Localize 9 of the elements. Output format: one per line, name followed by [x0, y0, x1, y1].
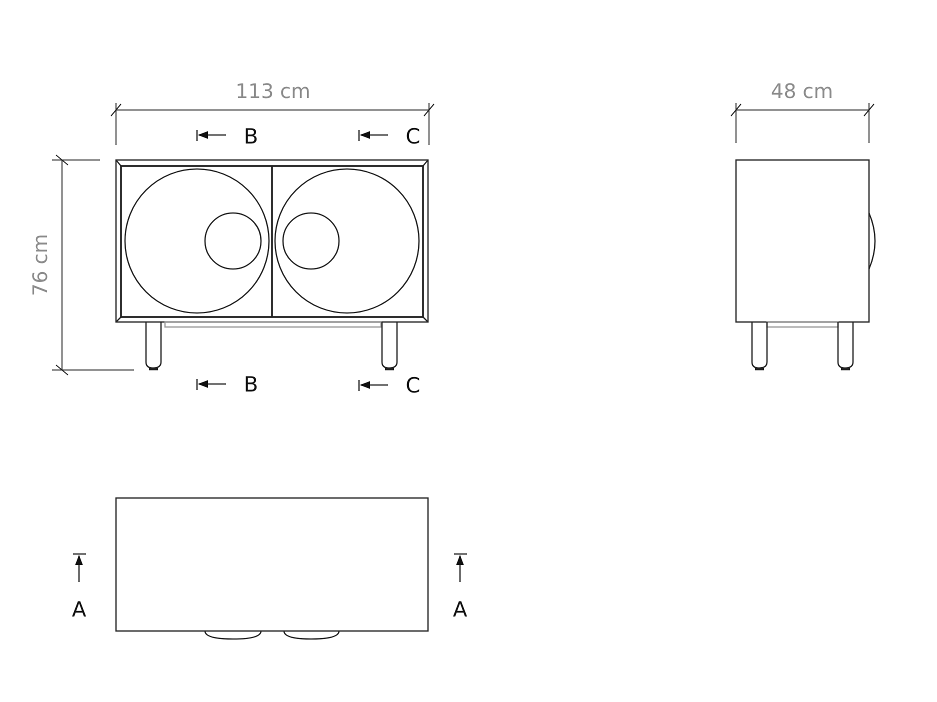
dimension-label: 48 cm	[770, 81, 834, 101]
dimension-label: 113 cm	[236, 81, 310, 101]
section-label: A	[452, 600, 468, 620]
section-label: C	[406, 126, 420, 148]
dimension-label: 76 cm	[30, 234, 50, 296]
section-label: B	[244, 374, 258, 396]
section-label: B	[244, 126, 258, 148]
section-label: C	[406, 376, 420, 396]
section-label: A	[72, 600, 86, 620]
